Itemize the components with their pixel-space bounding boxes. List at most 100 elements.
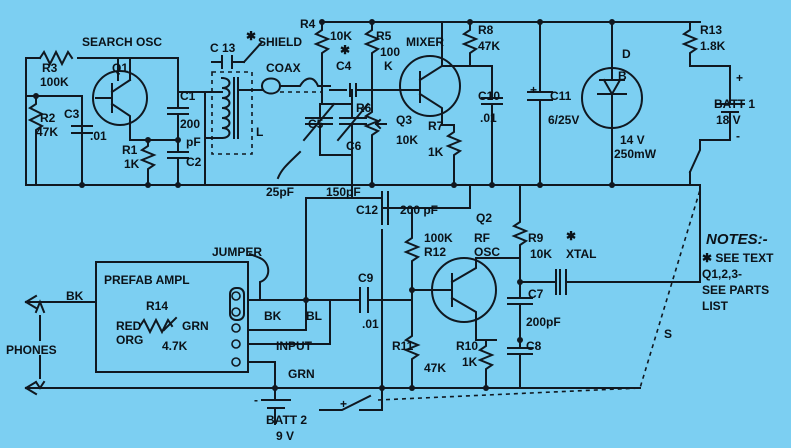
label-r8-value: 47K bbox=[478, 39, 500, 53]
notes-heading: NOTES:- bbox=[706, 231, 768, 248]
label-osc: OSC bbox=[474, 245, 500, 259]
label-batt2-minus: - bbox=[254, 393, 258, 407]
label-coax: COAX bbox=[266, 61, 301, 75]
label-r8: R8 bbox=[478, 23, 494, 37]
batt1-battery bbox=[699, 65, 745, 141]
label-c13-star: ✱ bbox=[246, 29, 256, 43]
c1-capacitor bbox=[167, 91, 189, 141]
r13-resistor bbox=[681, 21, 731, 67]
label-c8: C8 bbox=[526, 339, 542, 353]
c7-capacitor bbox=[507, 281, 533, 341]
label-q1: Q1 bbox=[112, 61, 128, 75]
label-r3: R3 bbox=[42, 61, 58, 75]
label-input: INPUT bbox=[276, 339, 313, 353]
label-org: ORG bbox=[116, 333, 143, 347]
c8-capacitor bbox=[507, 339, 533, 389]
label-switch-s: S bbox=[664, 327, 672, 341]
label-batt2: BATT 2 bbox=[266, 413, 307, 427]
label-r13-value: 1.8K bbox=[700, 39, 726, 53]
label-c3: C3 bbox=[64, 107, 80, 121]
c10-capacitor bbox=[469, 65, 503, 186]
r11-resistor bbox=[403, 289, 421, 389]
label-r4: R4 bbox=[300, 17, 316, 31]
label-c6-value: 150pF bbox=[326, 185, 361, 199]
coax-connector bbox=[260, 77, 282, 95]
label-shield: SHIELD bbox=[258, 35, 302, 49]
coil-l bbox=[204, 40, 331, 155]
label-c10-value: .01 bbox=[480, 111, 497, 125]
label-c7: C7 bbox=[528, 287, 544, 301]
r5-resistor bbox=[363, 21, 381, 79]
notes-line-3: SEE PARTS bbox=[702, 283, 769, 297]
q1-transistor bbox=[92, 70, 148, 126]
r8-resistor bbox=[441, 21, 479, 67]
r14-resistor bbox=[138, 317, 174, 335]
r12-resistor bbox=[403, 207, 421, 291]
label-c2: C2 bbox=[186, 155, 202, 169]
c11-capacitor bbox=[527, 21, 553, 186]
label-r7: R7 bbox=[428, 119, 444, 133]
label-r1-value: 1K bbox=[124, 157, 140, 171]
r9-resistor bbox=[511, 184, 529, 283]
label-q3: Q3 bbox=[396, 113, 412, 127]
label-bl: BL bbox=[306, 309, 322, 323]
label-c12: C12 bbox=[356, 203, 378, 217]
label-c1-value: 200 bbox=[180, 117, 200, 131]
mixer-section bbox=[249, 19, 701, 331]
label-jumper: JUMPER bbox=[212, 245, 262, 259]
label-batt1-minus: - bbox=[736, 129, 740, 143]
label-r7-value: 1K bbox=[428, 145, 444, 159]
label-red: RED bbox=[116, 319, 142, 333]
label-r10: R10 bbox=[456, 339, 478, 353]
label-prefab-ampl: PREFAB AMPL bbox=[104, 273, 190, 287]
label-r11: R11 bbox=[392, 339, 414, 353]
label-bk-phones: BK bbox=[66, 289, 84, 303]
q3-transistor bbox=[399, 55, 461, 117]
label-grn: GRN bbox=[288, 367, 315, 381]
label-c11: C11 bbox=[550, 89, 572, 103]
label-r4-value: 10K bbox=[330, 29, 352, 43]
r6-resistor bbox=[363, 103, 381, 186]
label-r5-k: K bbox=[384, 59, 393, 73]
label-r14-grn: GRN bbox=[182, 319, 209, 333]
label-r1: R1 bbox=[122, 143, 138, 157]
label-c9: C9 bbox=[358, 271, 374, 285]
label-d-value-1: 14 V bbox=[620, 133, 645, 147]
label-c5: C5 bbox=[308, 117, 324, 131]
label-r14: R14 bbox=[146, 299, 168, 313]
label-c4: C4 bbox=[336, 59, 352, 73]
rf-osc-section bbox=[381, 184, 701, 391]
r3-resistor bbox=[38, 49, 74, 67]
label-c3-value: .01 bbox=[90, 129, 107, 143]
labels: SEARCH OSC R3 100K Q1 C3 R2 47K .01 R1 1… bbox=[6, 17, 755, 443]
label-mixer: MIXER bbox=[406, 35, 444, 49]
notes-line-4: LIST bbox=[702, 299, 729, 313]
label-bk: BK bbox=[264, 309, 282, 323]
r4-resistor bbox=[313, 21, 331, 63]
label-phones: PHONES bbox=[6, 343, 57, 357]
notes-line-2: Q1,2,3- bbox=[702, 267, 742, 281]
label-r2: R2 bbox=[40, 111, 56, 125]
label-batt2-value: 9 V bbox=[276, 429, 294, 443]
label-r12-value: 100K bbox=[424, 231, 453, 245]
c4-capacitor bbox=[329, 83, 393, 97]
label-c7-value: 200pF bbox=[526, 315, 561, 329]
label-c9-value: .01 bbox=[362, 317, 379, 331]
label-search-osc: SEARCH OSC bbox=[82, 35, 162, 49]
label-r11-value: 47K bbox=[424, 361, 446, 375]
label-r6: R6 bbox=[356, 101, 372, 115]
label-c11-plus: + bbox=[530, 83, 537, 97]
label-d-value-2: 250mW bbox=[614, 147, 657, 161]
r7-resistor bbox=[441, 124, 463, 186]
label-r13: R13 bbox=[700, 23, 722, 37]
label-batt1-plus: + bbox=[736, 71, 743, 85]
c13-capacitor bbox=[211, 55, 245, 69]
label-l: L bbox=[256, 125, 263, 139]
label-c11-value: 6/25V bbox=[548, 113, 579, 127]
label-r2-value: 47K bbox=[36, 125, 58, 139]
r2-resistor bbox=[27, 95, 45, 141]
power-section bbox=[527, 19, 745, 188]
label-d: D bbox=[622, 47, 631, 61]
label-r10-value: 1K bbox=[462, 355, 478, 369]
